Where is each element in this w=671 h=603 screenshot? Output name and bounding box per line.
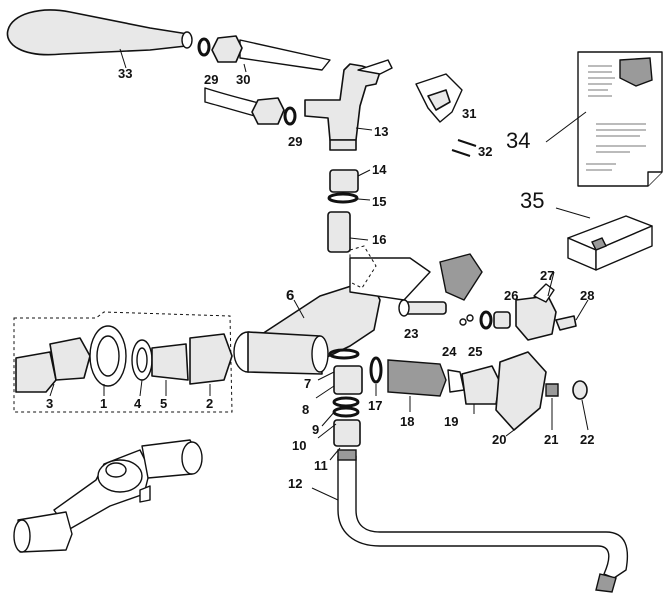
mid-parts: [315, 348, 363, 461]
label-24: 24: [442, 344, 457, 359]
inlet-group: [15, 325, 233, 397]
valve-stem: [398, 299, 447, 317]
label-35: 35: [520, 188, 544, 213]
label-20: 20: [492, 432, 506, 447]
wall-holder: [415, 73, 463, 123]
label-8: 8: [302, 402, 309, 417]
label-16: 16: [372, 232, 386, 247]
main-body: [233, 245, 483, 375]
hose: [204, 35, 331, 125]
label-21: 21: [544, 432, 558, 447]
part-labels: 33 29 30 29 13 14 15 16 31 32 34 35 6 23…: [46, 66, 594, 491]
label-22: 22: [580, 432, 594, 447]
adapter-stack: [327, 169, 371, 253]
label-7: 7: [304, 376, 311, 391]
label-19: 19: [444, 414, 458, 429]
label-17: 17: [368, 398, 382, 413]
label-32: 32: [478, 144, 492, 159]
label-4: 4: [134, 396, 142, 411]
label-14: 14: [372, 162, 387, 177]
label-27: 27: [540, 268, 554, 283]
spout-pipe: [311, 449, 629, 593]
diverter-body: [304, 59, 393, 151]
label-30: 30: [236, 72, 250, 87]
hand-shower: [6, 9, 193, 69]
label-25: 25: [468, 344, 482, 359]
label-31: 31: [462, 106, 476, 121]
washer-bottom: [283, 106, 297, 126]
label-18: 18: [400, 414, 414, 429]
label-2: 2: [206, 396, 213, 411]
label-15: 15: [372, 194, 386, 209]
screws: [451, 139, 477, 157]
label-33: 33: [118, 66, 132, 81]
label-5: 5: [160, 396, 167, 411]
label-13: 13: [374, 124, 388, 139]
cartridge-group: [369, 351, 589, 437]
assembled-body-thumbnail: [13, 439, 203, 553]
label-6: 6: [286, 287, 294, 304]
label-26: 26: [504, 288, 518, 303]
label-28: 28: [580, 288, 594, 303]
label-34: 34: [506, 128, 530, 153]
label-29-top: 29: [204, 72, 218, 87]
label-29-bottom: 29: [288, 134, 302, 149]
label-1: 1: [100, 396, 107, 411]
label-23: 23: [404, 326, 418, 341]
small-parts: [459, 310, 511, 330]
label-11: 11: [314, 458, 328, 473]
label-9: 9: [312, 422, 319, 437]
washer-top: [197, 37, 211, 57]
lever-handle: [515, 271, 589, 341]
inlet-group-box: [13, 311, 233, 413]
label-3: 3: [46, 396, 53, 411]
label-12: 12: [288, 476, 302, 491]
instruction-leaflet: [545, 51, 663, 187]
label-10: 10: [292, 438, 306, 453]
packaging-box: [555, 207, 653, 271]
